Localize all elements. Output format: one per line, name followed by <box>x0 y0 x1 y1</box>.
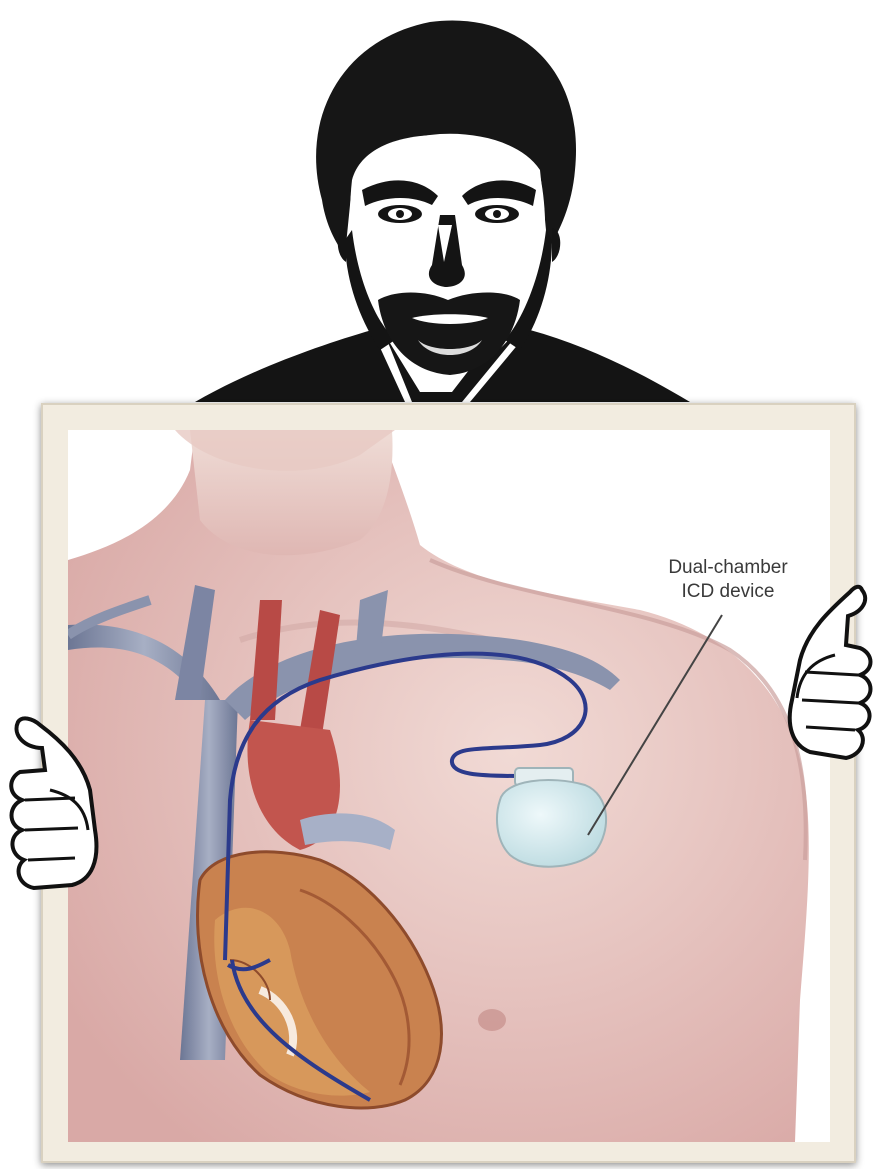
callout-label: Dual-chamber ICD device <box>612 556 844 604</box>
callout-label-line-2: ICD device <box>612 580 844 604</box>
callout-label-line-1: Dual-chamber <box>612 556 844 580</box>
man-figure <box>195 20 690 402</box>
